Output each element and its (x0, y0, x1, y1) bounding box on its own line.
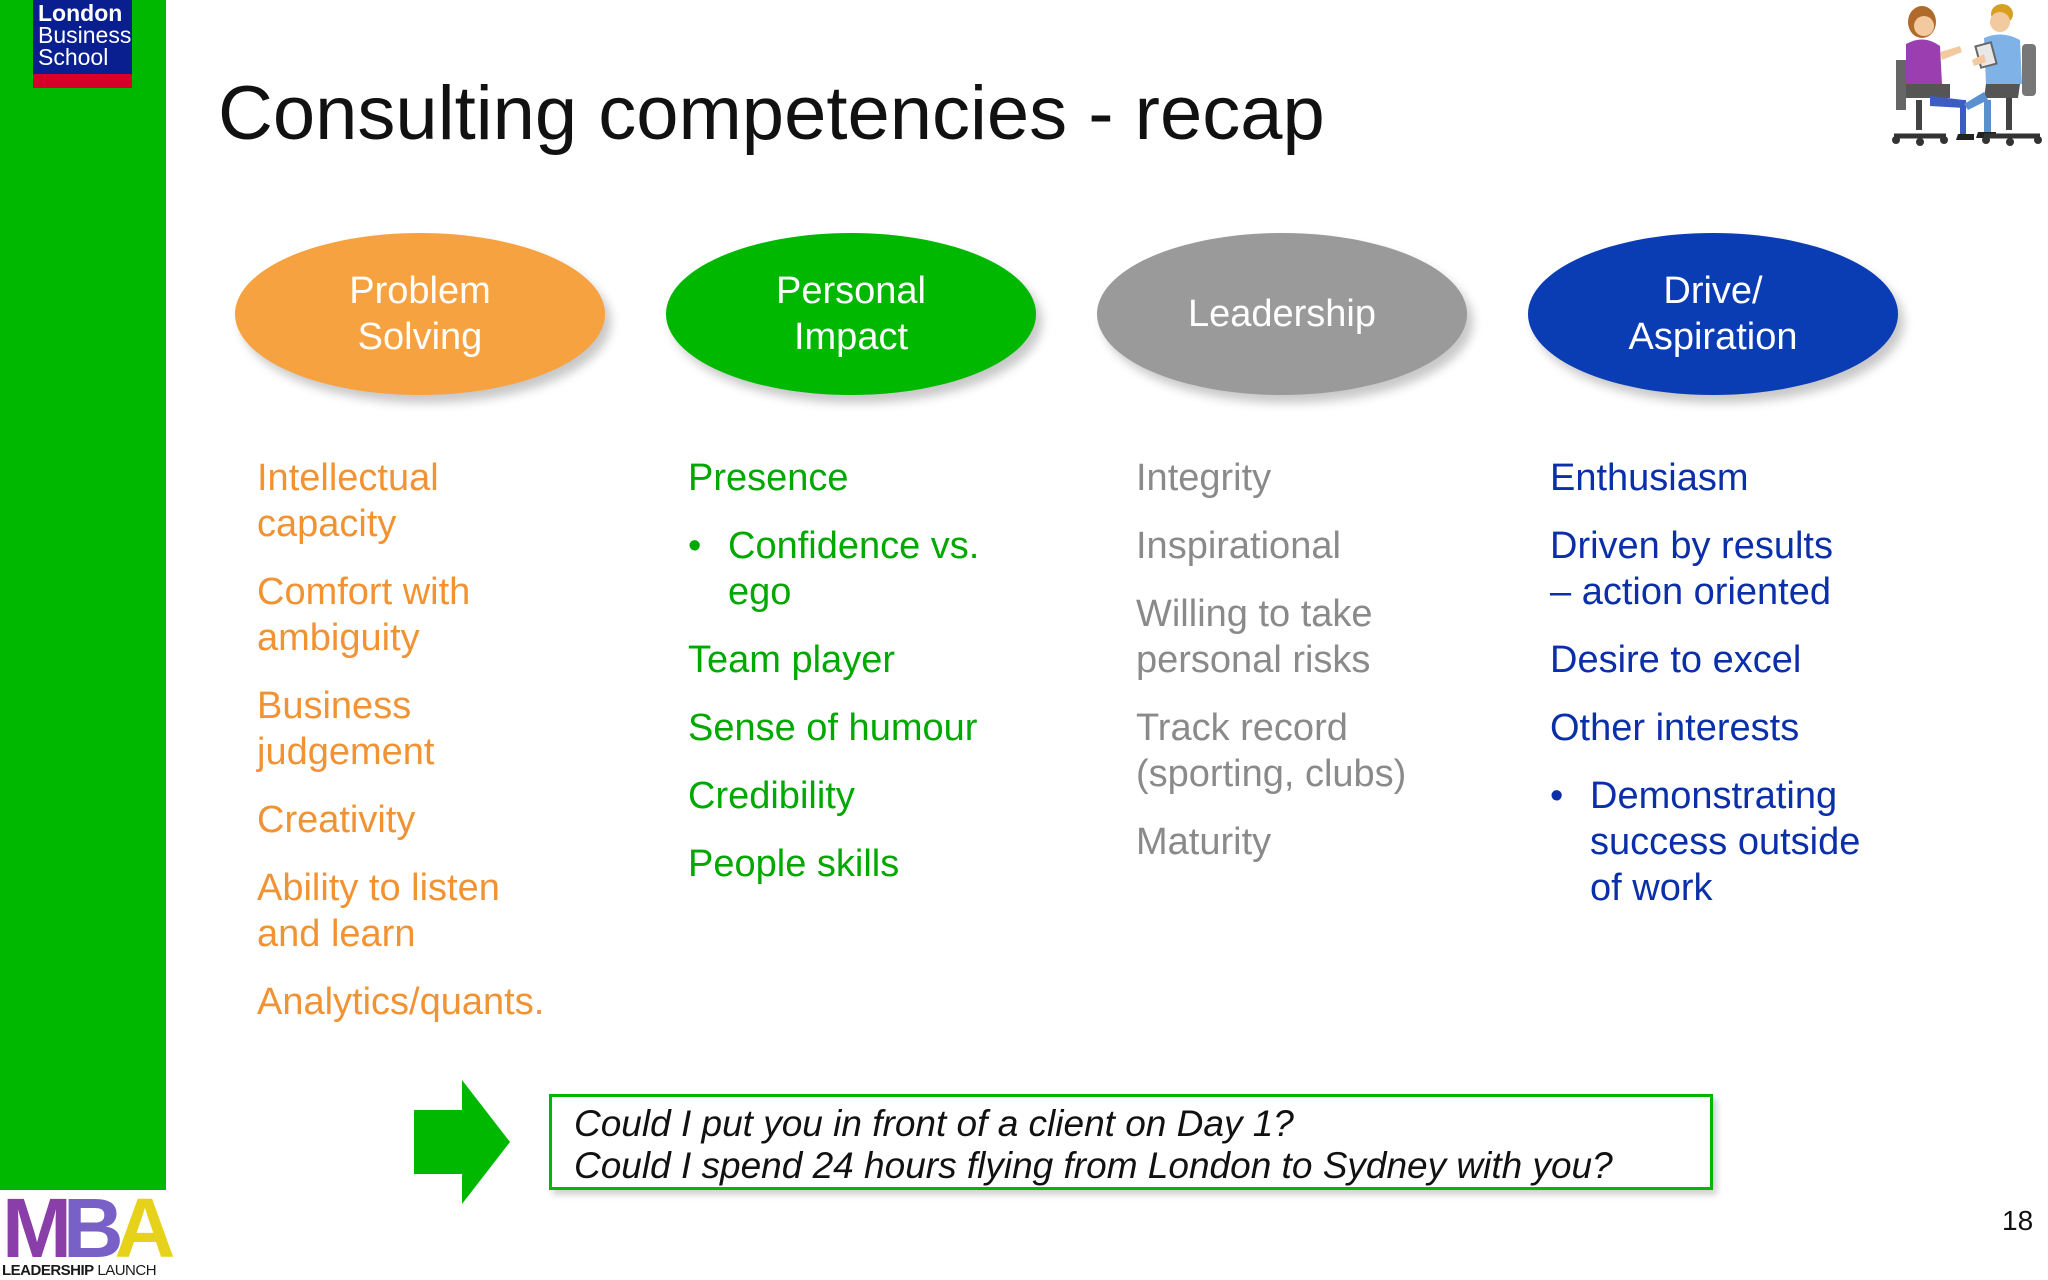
competency-item: Willing to take personal risks (1136, 591, 1496, 683)
competency-text: Integrity (1136, 457, 1272, 499)
competency-text: Driven by results – action oriented (1550, 525, 1833, 613)
client-question-box: Could I put you in front of a client on … (549, 1094, 1713, 1190)
bullet-icon: • (1550, 775, 1564, 817)
competency-text: Presence (688, 457, 849, 499)
competency-item: Credibility (688, 773, 1068, 819)
competency-text: Intellectual capacity (257, 457, 439, 545)
competency-text: Team player (688, 639, 895, 681)
logo-line-1: London (38, 0, 123, 26)
sidebar-band (0, 0, 166, 1190)
oval-personal-impact: Personal Impact (666, 233, 1036, 395)
competency-item: Analytics/quants. (257, 979, 617, 1025)
competency-item: Enthusiasm (1550, 455, 1950, 501)
competency-text: Inspirational (1136, 525, 1341, 567)
right-arrow-icon (414, 1080, 510, 1204)
bullet-icon: • (688, 525, 702, 567)
page-title: Consulting competencies - recap (218, 71, 1325, 156)
competency-item: Sense of humour (688, 705, 1068, 751)
competency-item: Integrity (1136, 455, 1496, 501)
competency-item: Driven by results – action oriented (1550, 523, 1950, 615)
competency-item: • Demonstrating success outside of work (1550, 773, 1950, 911)
competency-text: Maturity (1136, 821, 1272, 863)
competency-item: Creativity (257, 797, 617, 843)
competency-item: Intellectual capacity (257, 455, 617, 547)
competency-item: Desire to excel (1550, 637, 1950, 683)
competency-text: Analytics/quants. (257, 981, 545, 1023)
competency-text: Confidence vs. ego (728, 525, 980, 613)
competency-text: Track record (sporting, clubs) (1136, 707, 1407, 795)
competency-item: Maturity (1136, 819, 1496, 865)
competency-item: Team player (688, 637, 1068, 683)
competency-text: Credibility (688, 775, 855, 817)
oval-problem-solving: Problem Solving (235, 233, 605, 395)
competency-text: Enthusiasm (1550, 457, 1749, 499)
oval-label-drive-aspiration: Drive/ Aspiration (1628, 270, 1798, 358)
competency-item: Business judgement (257, 683, 617, 775)
competency-text: Business judgement (257, 685, 435, 773)
competency-item: Comfort with ambiguity (257, 569, 617, 661)
competency-text: Other interests (1550, 707, 1800, 749)
logo-line-3: School (38, 44, 109, 70)
oval-drive-aspiration: Drive/ Aspiration (1528, 233, 1898, 395)
question-line-2: Could I spend 24 hours flying from Londo… (574, 1145, 1613, 1186)
oval-leadership: Leadership (1097, 233, 1467, 395)
competency-text: Demonstrating success outside of work (1590, 775, 1861, 909)
interview-clipart-icon (1892, 4, 2042, 146)
competency-text: Sense of humour (688, 707, 978, 749)
logo-red-stripe (33, 74, 132, 88)
competency-item: Inspirational (1136, 523, 1496, 569)
mba-letters: MBA (2, 1181, 175, 1275)
mba-leadership-launch-logo: MBA LEADERSHIP LAUNCH (0, 1181, 175, 1280)
competency-text: Comfort with ambiguity (257, 571, 471, 659)
oval-label-personal-impact: Personal Impact (776, 270, 926, 358)
competency-item: Track record (sporting, clubs) (1136, 705, 1496, 797)
competency-item: Presence (688, 455, 1068, 501)
competency-text: Creativity (257, 799, 416, 841)
mba-tagline: LEADERSHIP LAUNCH (2, 1262, 157, 1279)
oval-label-problem-solving: Problem Solving (349, 270, 491, 358)
competency-item: People skills (688, 841, 1068, 887)
competency-item: Ability to listen and learn (257, 865, 617, 957)
oval-label-leadership: Leadership (1187, 293, 1377, 335)
competency-text: Desire to excel (1550, 639, 1802, 681)
competency-item: • Confidence vs. ego (688, 523, 1068, 615)
london-business-school-logo: London Business School (33, 0, 132, 88)
competency-text: People skills (688, 843, 900, 885)
competency-text: Willing to take personal risks (1136, 593, 1373, 681)
logo-line-2: Business (38, 22, 132, 48)
question-line-1: Could I put you in front of a client on … (574, 1103, 1294, 1144)
competency-item: Other interests (1550, 705, 1950, 751)
page-number: 18 (2002, 1205, 2034, 1236)
competency-text: Ability to listen and learn (257, 867, 500, 955)
